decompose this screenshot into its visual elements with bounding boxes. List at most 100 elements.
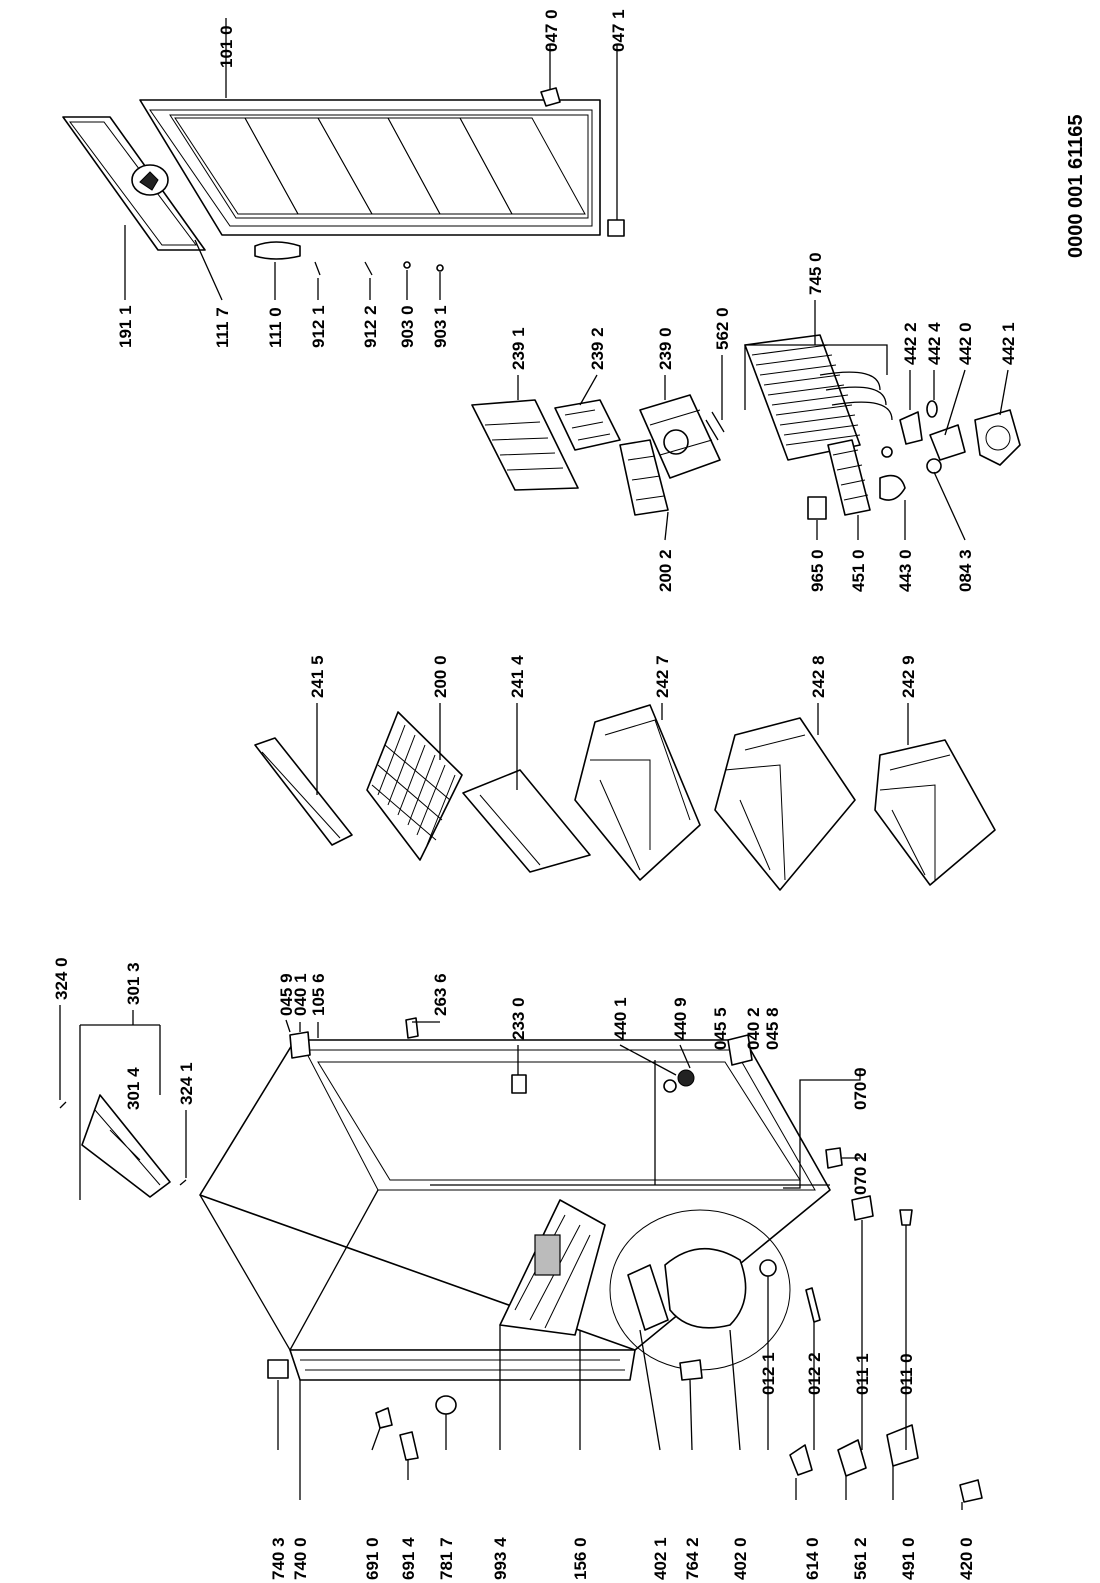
label-242-8: 242 8 bbox=[809, 655, 828, 698]
label-070-2: 070 2 bbox=[851, 1152, 870, 1195]
label-491-0: 491 0 bbox=[899, 1537, 918, 1580]
label-440-1: 440 1 bbox=[611, 997, 630, 1040]
label-301-3: 301 3 bbox=[124, 962, 143, 1005]
door-balcony bbox=[254, 737, 353, 846]
label-442-4: 442 4 bbox=[925, 322, 944, 365]
label-084-3: 084 3 bbox=[956, 549, 975, 592]
label-402-1: 402 1 bbox=[651, 1537, 670, 1580]
label-442-1: 442 1 bbox=[999, 322, 1018, 365]
label-740-3: 740 3 bbox=[269, 1537, 288, 1580]
label-301-4: 301 4 bbox=[124, 1067, 143, 1110]
door-shelf-panels bbox=[174, 117, 586, 215]
hinge-bottom bbox=[607, 219, 625, 237]
label-443-0: 443 0 bbox=[896, 549, 915, 592]
wire-shelf bbox=[366, 711, 463, 861]
label-233-0: 233 0 bbox=[509, 997, 528, 1040]
label-239-0: 239 0 bbox=[656, 327, 675, 370]
label-011-0: 011 0 bbox=[897, 1353, 916, 1395]
label-903-0: 903 0 bbox=[398, 305, 417, 348]
label-740-0: 740 0 bbox=[291, 1537, 310, 1580]
base-grille bbox=[289, 1349, 636, 1381]
label-263-6: 263 6 bbox=[431, 973, 450, 1016]
label-239-2: 239 2 bbox=[588, 327, 607, 370]
label-561-2: 561 2 bbox=[851, 1537, 870, 1580]
label-324-1: 324 1 bbox=[177, 1062, 196, 1105]
fan-motor bbox=[974, 409, 1021, 466]
label-691-0: 691 0 bbox=[363, 1537, 382, 1580]
label-045-5: 045 5 bbox=[711, 1007, 730, 1050]
door-handle bbox=[254, 241, 301, 260]
cabinet-bottom-hinge bbox=[727, 1034, 753, 1066]
label-402-0: 402 0 bbox=[731, 1537, 750, 1580]
relay-box bbox=[627, 1264, 669, 1331]
shelf-leader-lines bbox=[316, 703, 909, 795]
label-111-0: 111 0 bbox=[266, 307, 285, 348]
cover-panel bbox=[471, 399, 579, 491]
label-242-9: 242 9 bbox=[899, 655, 918, 698]
document-code: 0000 001 61165 bbox=[1065, 115, 1087, 259]
door-assembly bbox=[62, 87, 625, 276]
condenser-dryer bbox=[679, 1359, 703, 1381]
label-047-0: 047 0 bbox=[542, 9, 561, 52]
label-324-0: 324 0 bbox=[52, 957, 71, 1000]
label-241-5: 241 5 bbox=[308, 655, 327, 698]
label-045-8: 045 8 bbox=[763, 1007, 782, 1050]
label-191-1: 191 1 bbox=[116, 305, 135, 348]
label-012-1: 012 1 bbox=[759, 1352, 778, 1395]
label-764-2: 764 2 bbox=[683, 1537, 702, 1580]
label-440-9: 440 9 bbox=[671, 997, 690, 1040]
drain-tray bbox=[619, 439, 669, 516]
hinge-top bbox=[540, 87, 561, 107]
label-442-2: 442 2 bbox=[901, 322, 920, 365]
basket-middle bbox=[714, 717, 856, 891]
thermostat bbox=[929, 424, 966, 461]
label-241-4: 241 4 bbox=[508, 655, 527, 698]
label-614-0: 614 0 bbox=[803, 1537, 822, 1580]
fan-grille bbox=[827, 439, 871, 516]
label-105-6: 105 6 bbox=[309, 973, 328, 1016]
label-239-1: 239 1 bbox=[509, 327, 528, 370]
cabinet-leader-lines bbox=[59, 1005, 907, 1500]
label-012-2: 012 2 bbox=[805, 1352, 824, 1395]
compressor bbox=[664, 1247, 747, 1329]
shelves-and-baskets bbox=[254, 704, 996, 891]
control-group bbox=[471, 334, 1021, 520]
label-200-2: 200 2 bbox=[656, 549, 675, 592]
label-045-9: 045 9 bbox=[277, 973, 296, 1016]
shelf-support bbox=[511, 1074, 527, 1094]
basket-top bbox=[574, 704, 701, 881]
cabinet-top-hinge bbox=[289, 1031, 311, 1059]
label-562-0: 562 0 bbox=[713, 307, 732, 350]
label-442-0: 442 0 bbox=[956, 322, 975, 365]
leveling-foot bbox=[267, 1359, 289, 1379]
label-965-0: 965 0 bbox=[808, 549, 827, 592]
label-011-1: 011 1 bbox=[853, 1353, 872, 1395]
fan-bracket bbox=[807, 496, 827, 520]
part-labels: 101 0 047 0 047 1 191 1 111 7 111 0 912 … bbox=[52, 9, 1018, 1580]
label-040-2: 040 2 bbox=[744, 1007, 763, 1050]
label-420-0: 420 0 bbox=[957, 1537, 976, 1580]
label-451-0: 451 0 bbox=[849, 549, 868, 592]
label-745-0: 745 0 bbox=[806, 252, 825, 295]
label-111-7: 111 7 bbox=[213, 307, 232, 348]
label-781-7: 781 7 bbox=[437, 1537, 456, 1580]
label-993-4: 993 4 bbox=[491, 1537, 510, 1580]
label-156-0: 156 0 bbox=[571, 1537, 590, 1580]
fan-blade bbox=[879, 474, 906, 501]
label-242-7: 242 7 bbox=[653, 655, 672, 698]
label-691-4: 691 4 bbox=[399, 1537, 418, 1580]
door-leader-lines bbox=[124, 18, 618, 301]
label-200-0: 200 0 bbox=[431, 655, 450, 698]
label-912-1: 912 1 bbox=[309, 305, 328, 348]
control-leader-lines bbox=[517, 300, 1009, 541]
label-047-1: 047 1 bbox=[609, 9, 628, 52]
label-040-1: 040 1 bbox=[291, 973, 310, 1016]
drain-plug bbox=[677, 1069, 695, 1087]
flap-compartment bbox=[462, 769, 591, 873]
cabinet-assembly bbox=[59, 1017, 983, 1503]
label-101-0: 101 0 bbox=[217, 25, 236, 68]
label-912-2: 912 2 bbox=[361, 305, 380, 348]
bottom-row-leader-lines bbox=[795, 1466, 963, 1510]
label-070-0: 070 0 bbox=[851, 1067, 870, 1110]
